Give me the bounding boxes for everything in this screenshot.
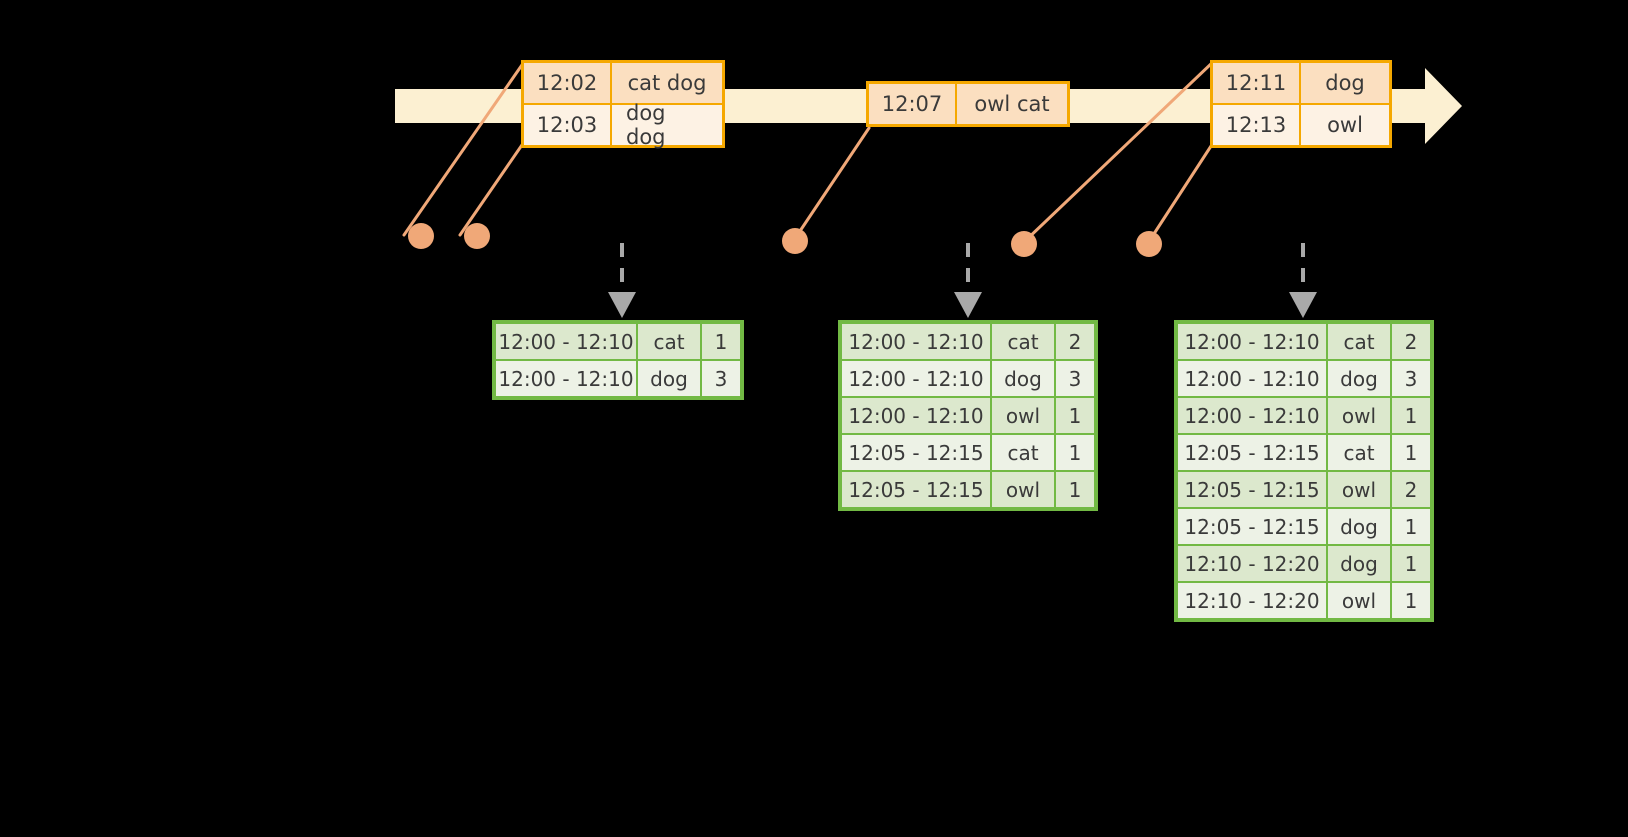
table-cell-word: cat [638,324,700,359]
event-row[interactable]: 12:11 dog [1213,63,1389,103]
table-cell-count: 1 [1392,546,1430,581]
event-row[interactable]: 12:02 cat dog [524,63,722,103]
table-cell-word: owl [1328,398,1390,433]
event-dot-12-02 [408,223,434,249]
table-cell-word: owl [992,398,1054,433]
event-time: 12:13 [1213,105,1301,145]
table-cell-count: 3 [1392,361,1430,396]
event-words: owl cat [957,84,1067,124]
table-cell-count: 1 [1056,472,1094,507]
event-words: owl [1301,105,1389,145]
event-row[interactable]: 12:07 owl cat [869,84,1067,124]
event-row[interactable]: 12:13 owl [1213,103,1389,145]
event-words: cat dog [612,63,722,103]
table-cell-window: 12:00 - 12:10 [496,324,636,359]
event-group-2[interactable]: 12:07 owl cat [866,81,1070,127]
connector-12-13 [1146,141,1215,245]
table-cell-window: 12:10 - 12:20 [1178,583,1326,618]
table-cell-window: 12:05 - 12:15 [1178,509,1326,544]
event-time: 12:03 [524,105,612,145]
table-cell-window: 12:05 - 12:15 [842,435,990,470]
table-cell-window: 12:00 - 12:10 [842,361,990,396]
table-cell-word: cat [1328,324,1390,359]
table-cell-count: 1 [1392,509,1430,544]
table-cell-count: 1 [1056,435,1094,470]
table-cell-window: 12:05 - 12:15 [1178,472,1326,507]
event-group-3[interactable]: 12:11 dog 12:13 owl [1210,60,1392,148]
table-cell-count: 2 [1392,472,1430,507]
table-cell-word: owl [992,472,1054,507]
connector-12-03 [458,140,526,237]
flow-arrow-2 [954,243,982,318]
event-dot-12-11 [1011,231,1037,257]
table-cell-count: 2 [1392,324,1430,359]
table-cell-window: 12:00 - 12:10 [1178,398,1326,433]
table-cell-word: cat [992,324,1054,359]
table-cell-window: 12:00 - 12:10 [496,361,636,396]
table-cell-window: 12:10 - 12:20 [1178,546,1326,581]
table-cell-count: 1 [1392,435,1430,470]
table-cell-count: 1 [1392,398,1430,433]
table-cell-word: dog [1328,546,1390,581]
event-time: 12:11 [1213,63,1301,103]
event-words: dog [1301,63,1389,103]
event-row[interactable]: 12:03 dog dog [524,101,722,149]
table-cell-word: owl [1328,472,1390,507]
event-words: dog dog [612,101,722,149]
table-cell-count: 1 [1056,398,1094,433]
table-cell-count: 2 [1056,324,1094,359]
table-cell-word: dog [1328,361,1390,396]
table-cell-count: 3 [702,361,740,396]
table-cell-count: 1 [702,324,740,359]
connector-12-07 [792,126,871,242]
table-cell-word: dog [992,361,1054,396]
table-cell-word: cat [1328,435,1390,470]
event-dot-12-07 [782,228,808,254]
event-group-1[interactable]: 12:02 cat dog 12:03 dog dog [521,60,725,149]
table-cell-word: owl [1328,583,1390,618]
table-cell-word: cat [992,435,1054,470]
flow-arrow-3 [1289,243,1317,318]
flow-arrow-1 [608,243,636,318]
table-cell-window: 12:00 - 12:10 [1178,324,1326,359]
event-time: 12:02 [524,63,612,103]
table-cell-window: 12:05 - 12:15 [842,472,990,507]
table-cell-count: 3 [1056,361,1094,396]
table-cell-window: 12:00 - 12:10 [842,398,990,433]
table-cell-count: 1 [1392,583,1430,618]
table-cell-window: 12:00 - 12:10 [1178,361,1326,396]
flow-arrows [608,243,1317,318]
table-cell-word: dog [1328,509,1390,544]
event-dot-12-13 [1136,231,1162,257]
event-dot-12-03 [464,223,490,249]
table-cell-word: dog [638,361,700,396]
table-cell-window: 12:00 - 12:10 [842,324,990,359]
connector-12-02 [402,60,526,237]
event-time: 12:07 [869,84,957,124]
table-cell-window: 12:05 - 12:15 [1178,435,1326,470]
